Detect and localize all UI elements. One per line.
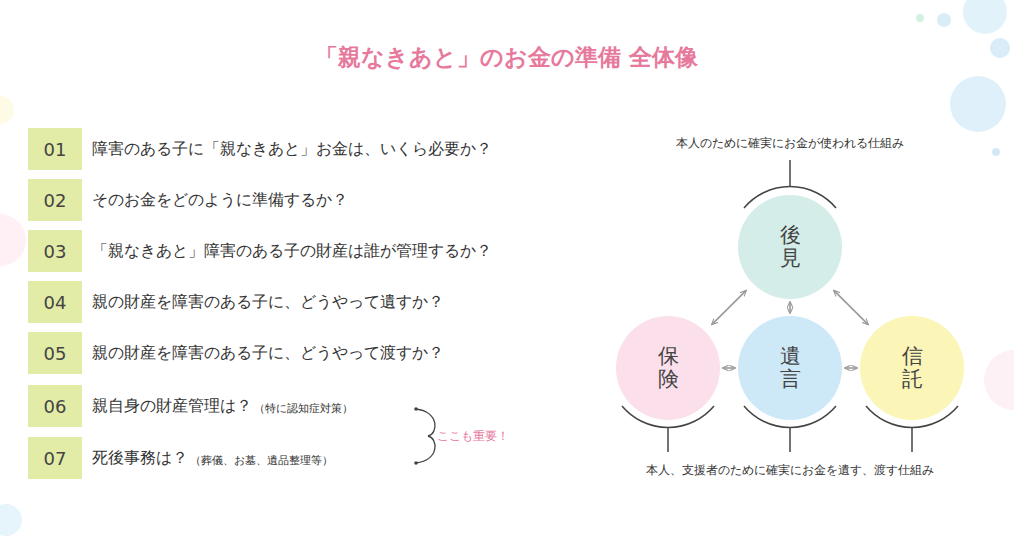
list-item-text: 死後事務は？ [92, 448, 188, 469]
tick [789, 428, 791, 452]
caption-label: 本人のために確実にお金が使われる仕組み [676, 135, 904, 152]
bubble [950, 76, 1006, 132]
concept-circle: 保険 [616, 316, 720, 420]
list-item-text: 親自身の財産管理は？ [92, 396, 252, 417]
circle-fill [738, 195, 842, 299]
number-box: 05 [28, 332, 82, 374]
circle-fill [860, 316, 964, 420]
number-box: 04 [28, 281, 82, 323]
list-item-text: 障害のある子に「親なきあと」お金は、いくら必要か？ [92, 139, 492, 160]
concept-label: 遺言 [780, 345, 801, 391]
callout-number: 07 [44, 448, 67, 469]
callout-number: 02 [44, 190, 67, 211]
double-arrow [789, 302, 791, 313]
tick [667, 428, 669, 452]
list-item-text: 親の財産を障害のある子に、どうやって渡すか？ [92, 343, 444, 364]
concept-circle: 後見 [738, 195, 842, 299]
concept-label: 信託 [902, 345, 923, 391]
concept-label: 後見 [780, 224, 801, 270]
callout-number: 01 [44, 139, 67, 160]
circle-fill [738, 316, 842, 420]
bubble [992, 148, 1000, 156]
number-box: 06 [28, 385, 82, 427]
concept-circle: 信託 [860, 316, 964, 420]
bubble [937, 13, 951, 27]
bubble [0, 214, 26, 266]
title: 「親なきあと」のお金の準備 全体像 [315, 42, 698, 73]
number-box: 02 [28, 179, 82, 221]
list-item-text: 親の財産を障害のある子に、どうやって遺すか？ [92, 292, 444, 313]
number-box: 01 [28, 128, 82, 170]
tick [911, 428, 913, 452]
bracket-end [414, 407, 418, 411]
double-arrow [845, 367, 857, 369]
bracket [416, 409, 435, 463]
bubble [990, 38, 1010, 58]
double-arrow [723, 367, 735, 369]
bracket-end [414, 461, 418, 465]
bubble [0, 504, 22, 536]
bubble [963, 0, 1007, 34]
tick [789, 160, 791, 187]
callout-number: 03 [44, 241, 67, 262]
callout-number: 04 [44, 292, 67, 313]
note: ここも重要！ [437, 428, 509, 445]
callout-number: 05 [44, 343, 67, 364]
double-arrow [834, 291, 868, 325]
list-item-text: （葬儀、お墓、遺品整理等） [190, 453, 333, 468]
list-item-text: 「親なきあと」障害のある子の財産は誰が管理するか？ [92, 241, 492, 262]
number-box: 07 [28, 437, 82, 479]
list-item-text: （特に認知症対策） [254, 401, 353, 416]
concept-circle: 遺言 [738, 316, 842, 420]
double-arrow [712, 291, 746, 325]
bubble [984, 350, 1014, 410]
callout-number: 06 [44, 396, 67, 417]
bubble [916, 14, 924, 22]
concept-label: 保険 [658, 345, 679, 391]
bubble [0, 96, 14, 124]
list-item-text: そのお金をどのように準備するか？ [92, 190, 348, 211]
circle-fill [616, 316, 720, 420]
number-box: 03 [28, 230, 82, 272]
caption-label: 本人、支援者のために確実にお金を遺す、渡す仕組み [646, 462, 934, 479]
